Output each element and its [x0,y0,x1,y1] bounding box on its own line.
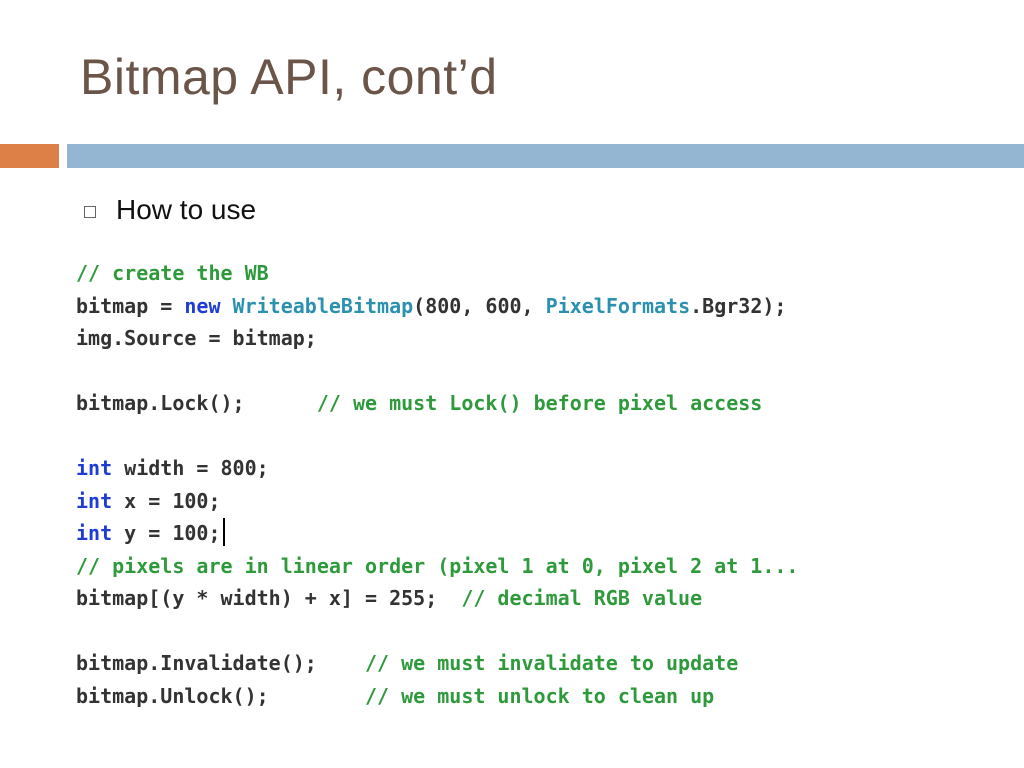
code-token-type: WriteableBitmap [232,293,414,318]
code-token-plain: x = 100; [112,488,221,513]
text-cursor [222,518,225,546]
code-token-comment: // create the WB [76,261,269,285]
code-token-comment: // we must invalidate to update [364,651,739,675]
square-bullet-icon [84,205,96,218]
code-token-keyword: int [76,521,113,545]
code-token-type: PixelFormats [545,293,691,318]
code-token-plain: bitmap[(y * width) + x] = 255; [76,586,462,610]
bullet-text: How to use [116,194,257,225]
code-line: bitmap.Unlock(); // we must unlock to cl… [76,680,1016,713]
code-token-comment: // we must Lock() before pixel access [316,391,763,415]
code-line: bitmap[(y * width) + x] = 255; // decima… [76,582,1016,615]
code-token-keyword: new [184,293,221,318]
code-token-plain: img.Source = bitmap; [76,326,317,350]
code-block: // create the WB bitmap = new WriteableBi… [76,257,1016,712]
code-line [76,615,1016,648]
code-line: // create the WB [76,257,1016,290]
code-token-plain: width = 800; [112,456,269,480]
slide-title: Bitmap API, cont’d [80,49,498,105]
code-line: int y = 100; [76,517,1016,550]
code-token-comment: // decimal RGB value [461,586,703,610]
code-line: // pixels are in linear order (pixel 1 a… [76,550,1016,583]
code-token-plain [221,294,233,318]
code-token-comment: // we must unlock to clean up [364,683,715,708]
code-line: img.Source = bitmap; [76,322,1016,355]
code-token-plain: bitmap = [76,293,185,318]
code-line: int width = 800; [76,452,1016,485]
code-token-comment: // pixels are in linear order (pixel 1 a… [76,553,799,578]
code-line [76,355,1016,388]
accent-bar [0,144,59,168]
code-line: bitmap = new WriteableBitmap(800, 600, P… [76,290,1016,323]
code-line: int x = 100; [76,485,1016,518]
code-token-plain: .Bgr32); [690,293,787,318]
code-line: bitmap.Lock(); // we must Lock() before … [76,387,1016,420]
bullet-item: How to use [84,196,256,224]
code-line: bitmap.Invalidate(); // we must invalida… [76,647,1016,680]
code-token-plain: bitmap.Unlock(); [76,683,365,708]
code-token-keyword: int [76,488,113,513]
code-token-plain: (800, 600, [413,293,546,318]
code-line [76,420,1016,453]
code-token-plain: bitmap.Invalidate(); [76,651,365,675]
code-token-plain: bitmap.Lock(); [76,391,317,415]
header-bar [67,144,1024,168]
code-token-keyword: int [76,456,113,480]
code-token-plain: y = 100; [112,521,221,545]
